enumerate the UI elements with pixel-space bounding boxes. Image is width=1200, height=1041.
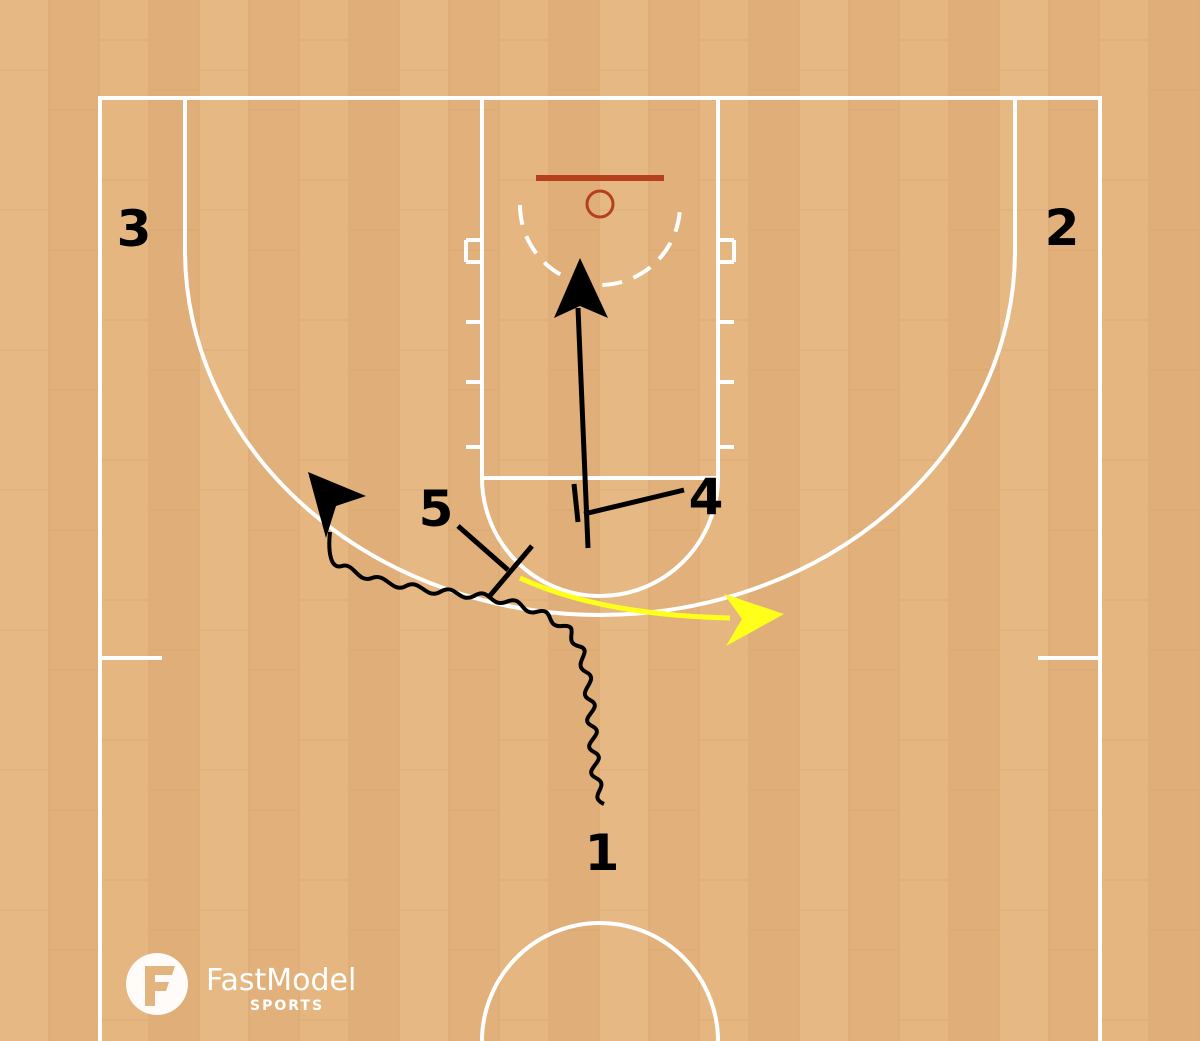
screen-4 [571, 483, 685, 523]
cut-line-4 [554, 258, 608, 549]
court-lines [98, 96, 1102, 1041]
player-5-label: 5 [419, 480, 454, 538]
pass-line [518, 575, 784, 646]
free-throw-circle [480, 477, 720, 598]
free-throw-lane [480, 96, 720, 480]
screen-5 [456, 524, 534, 600]
logo-name: FastModel [206, 963, 356, 998]
player-1-label: 1 [585, 824, 620, 882]
dribble-line-1 [308, 472, 605, 806]
player-3-label: 3 [117, 200, 152, 258]
restricted-arc [518, 204, 682, 287]
player-2-label: 2 [1045, 199, 1080, 257]
fastmodel-logo: FastModel SPORTS [126, 953, 356, 1015]
player-4-label: 4 [689, 468, 724, 526]
center-circle [480, 921, 720, 1041]
logo-sub: SPORTS [250, 998, 324, 1014]
rim [585, 189, 615, 219]
three-point-line [183, 98, 1017, 617]
